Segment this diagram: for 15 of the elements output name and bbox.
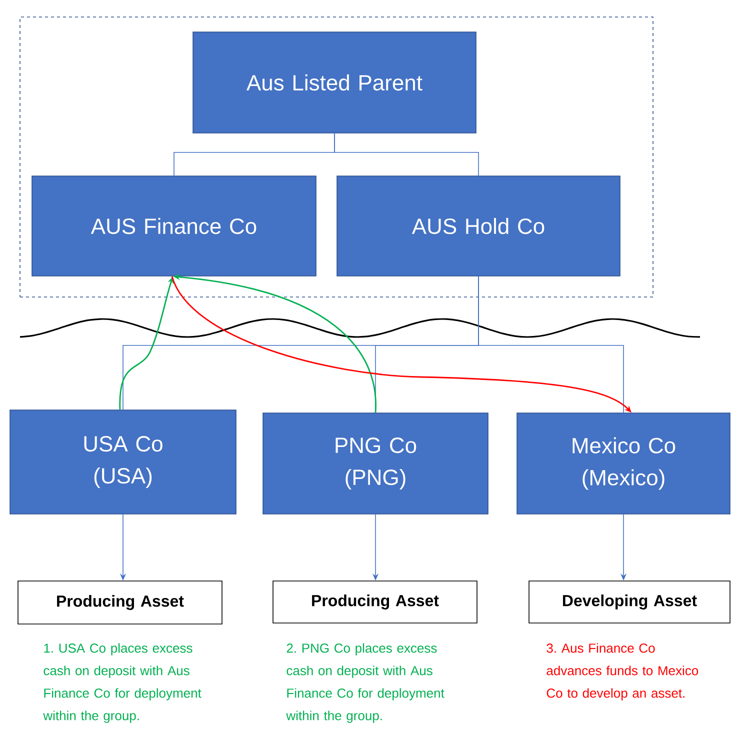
company-box: PNG Co (PNG): [262, 412, 488, 514]
note-text: 2. PNG Co places excess cash on deposit with Aus Finance Co for deployment within the group.: [286, 643, 444, 723]
company-box: AUS Hold Co: [336, 176, 620, 276]
company-box: Mexico Co (Mexico): [516, 412, 730, 514]
dashed-group-frame: [20, 16, 654, 298]
asset-box: Producing Asset: [272, 580, 478, 624]
company-box: AUS Finance Co: [32, 176, 316, 276]
asset-box: Producing Asset: [18, 580, 222, 624]
asset-box: Developing Asset: [528, 580, 730, 624]
connector-line: [478, 276, 624, 413]
note-text: 3. Aus Finance Co advances funds to Mexico Co to develop an asset.: [546, 643, 698, 700]
company-box: USA Co (USA): [10, 410, 236, 514]
note-text: 1. USA Co places excess cash on deposit with Aus Finance Co for deployment within the group.: [43, 643, 202, 723]
company-box: Aus Listed Parent: [192, 32, 476, 134]
connector-line: [334, 133, 479, 176]
